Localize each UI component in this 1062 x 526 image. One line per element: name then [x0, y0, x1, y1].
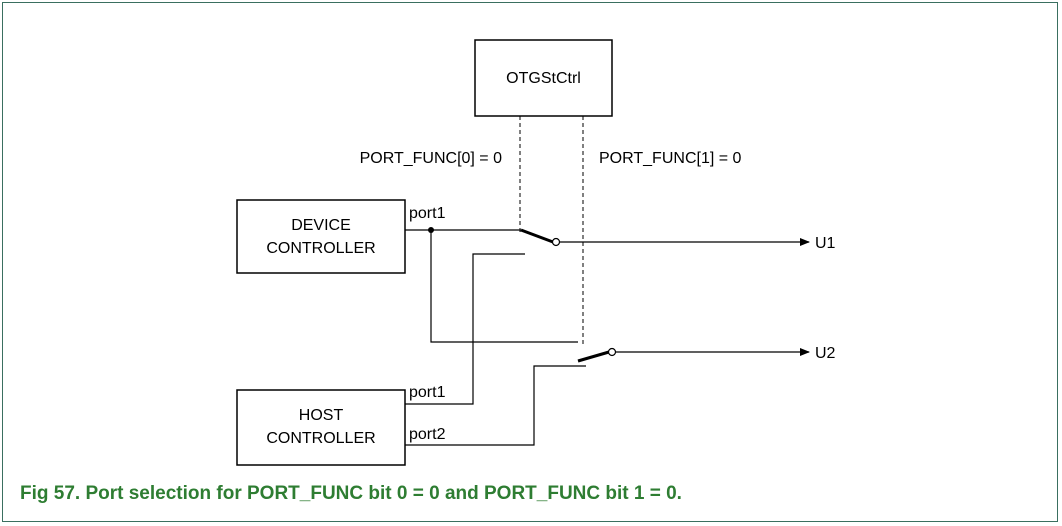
- port-func-0-label: PORT_FUNC[0] = 0: [360, 150, 503, 167]
- switch-1-pivot: [551, 237, 561, 247]
- host-controller-line2: CONTROLLER: [266, 430, 375, 447]
- host-port2-label: port2: [409, 426, 446, 443]
- host-controller-line1: HOST: [299, 407, 344, 424]
- device-controller-box: [236, 199, 406, 274]
- host-port1-wire: [405, 253, 525, 405]
- switch-1-blade: [520, 228, 554, 244]
- device-port1-junction: [428, 227, 434, 233]
- host-port1-label: port1: [409, 384, 446, 401]
- port-selection-diagram: OTGStCtrl PORT_FUNC[0] = 0 PORT_FUNC[1] …: [236, 39, 836, 466]
- figure-caption: Fig 57. Port selection for PORT_FUNC bit…: [20, 483, 682, 504]
- device-port1-wire: [405, 229, 578, 343]
- u2-label: U2: [815, 345, 836, 362]
- host-port2-wire: [405, 365, 586, 446]
- device-controller-line1: DEVICE: [291, 217, 351, 234]
- device-port1-label: port1: [409, 205, 446, 222]
- otgstctrl-label: OTGStCtrl: [506, 70, 581, 87]
- device-controller-line2: CONTROLLER: [266, 240, 375, 257]
- port-func-1-label: PORT_FUNC[1] = 0: [599, 150, 742, 167]
- u1-label: U1: [815, 235, 836, 252]
- switch-2-blade: [577, 350, 610, 363]
- host-controller-box: [236, 389, 406, 466]
- switch-2-pivot: [607, 347, 617, 357]
- otgstctrl-box: [474, 39, 613, 117]
